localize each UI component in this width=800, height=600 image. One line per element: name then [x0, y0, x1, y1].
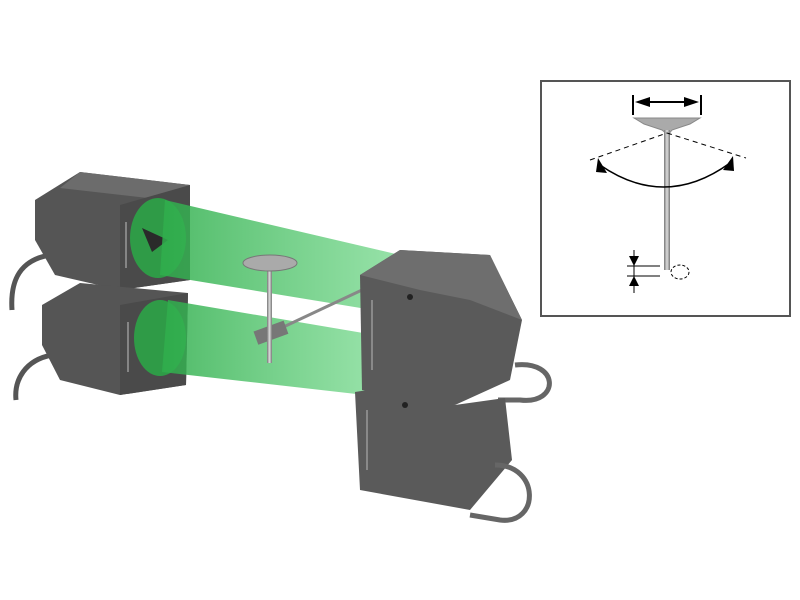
valve-under-test: [242, 254, 363, 363]
cable-right-upper: [498, 362, 552, 403]
cable-left-lower: [13, 352, 53, 401]
tilt-angle-icon: [589, 132, 747, 188]
sensor-right-lower: [355, 385, 512, 510]
cable-right-lower: [469, 462, 532, 523]
cable-left-upper: [9, 252, 51, 311]
measurement-inset: [540, 80, 791, 317]
sensor-right-upper: [360, 250, 522, 405]
runout-icon: [627, 250, 690, 293]
width-dimension-icon: [632, 95, 702, 115]
